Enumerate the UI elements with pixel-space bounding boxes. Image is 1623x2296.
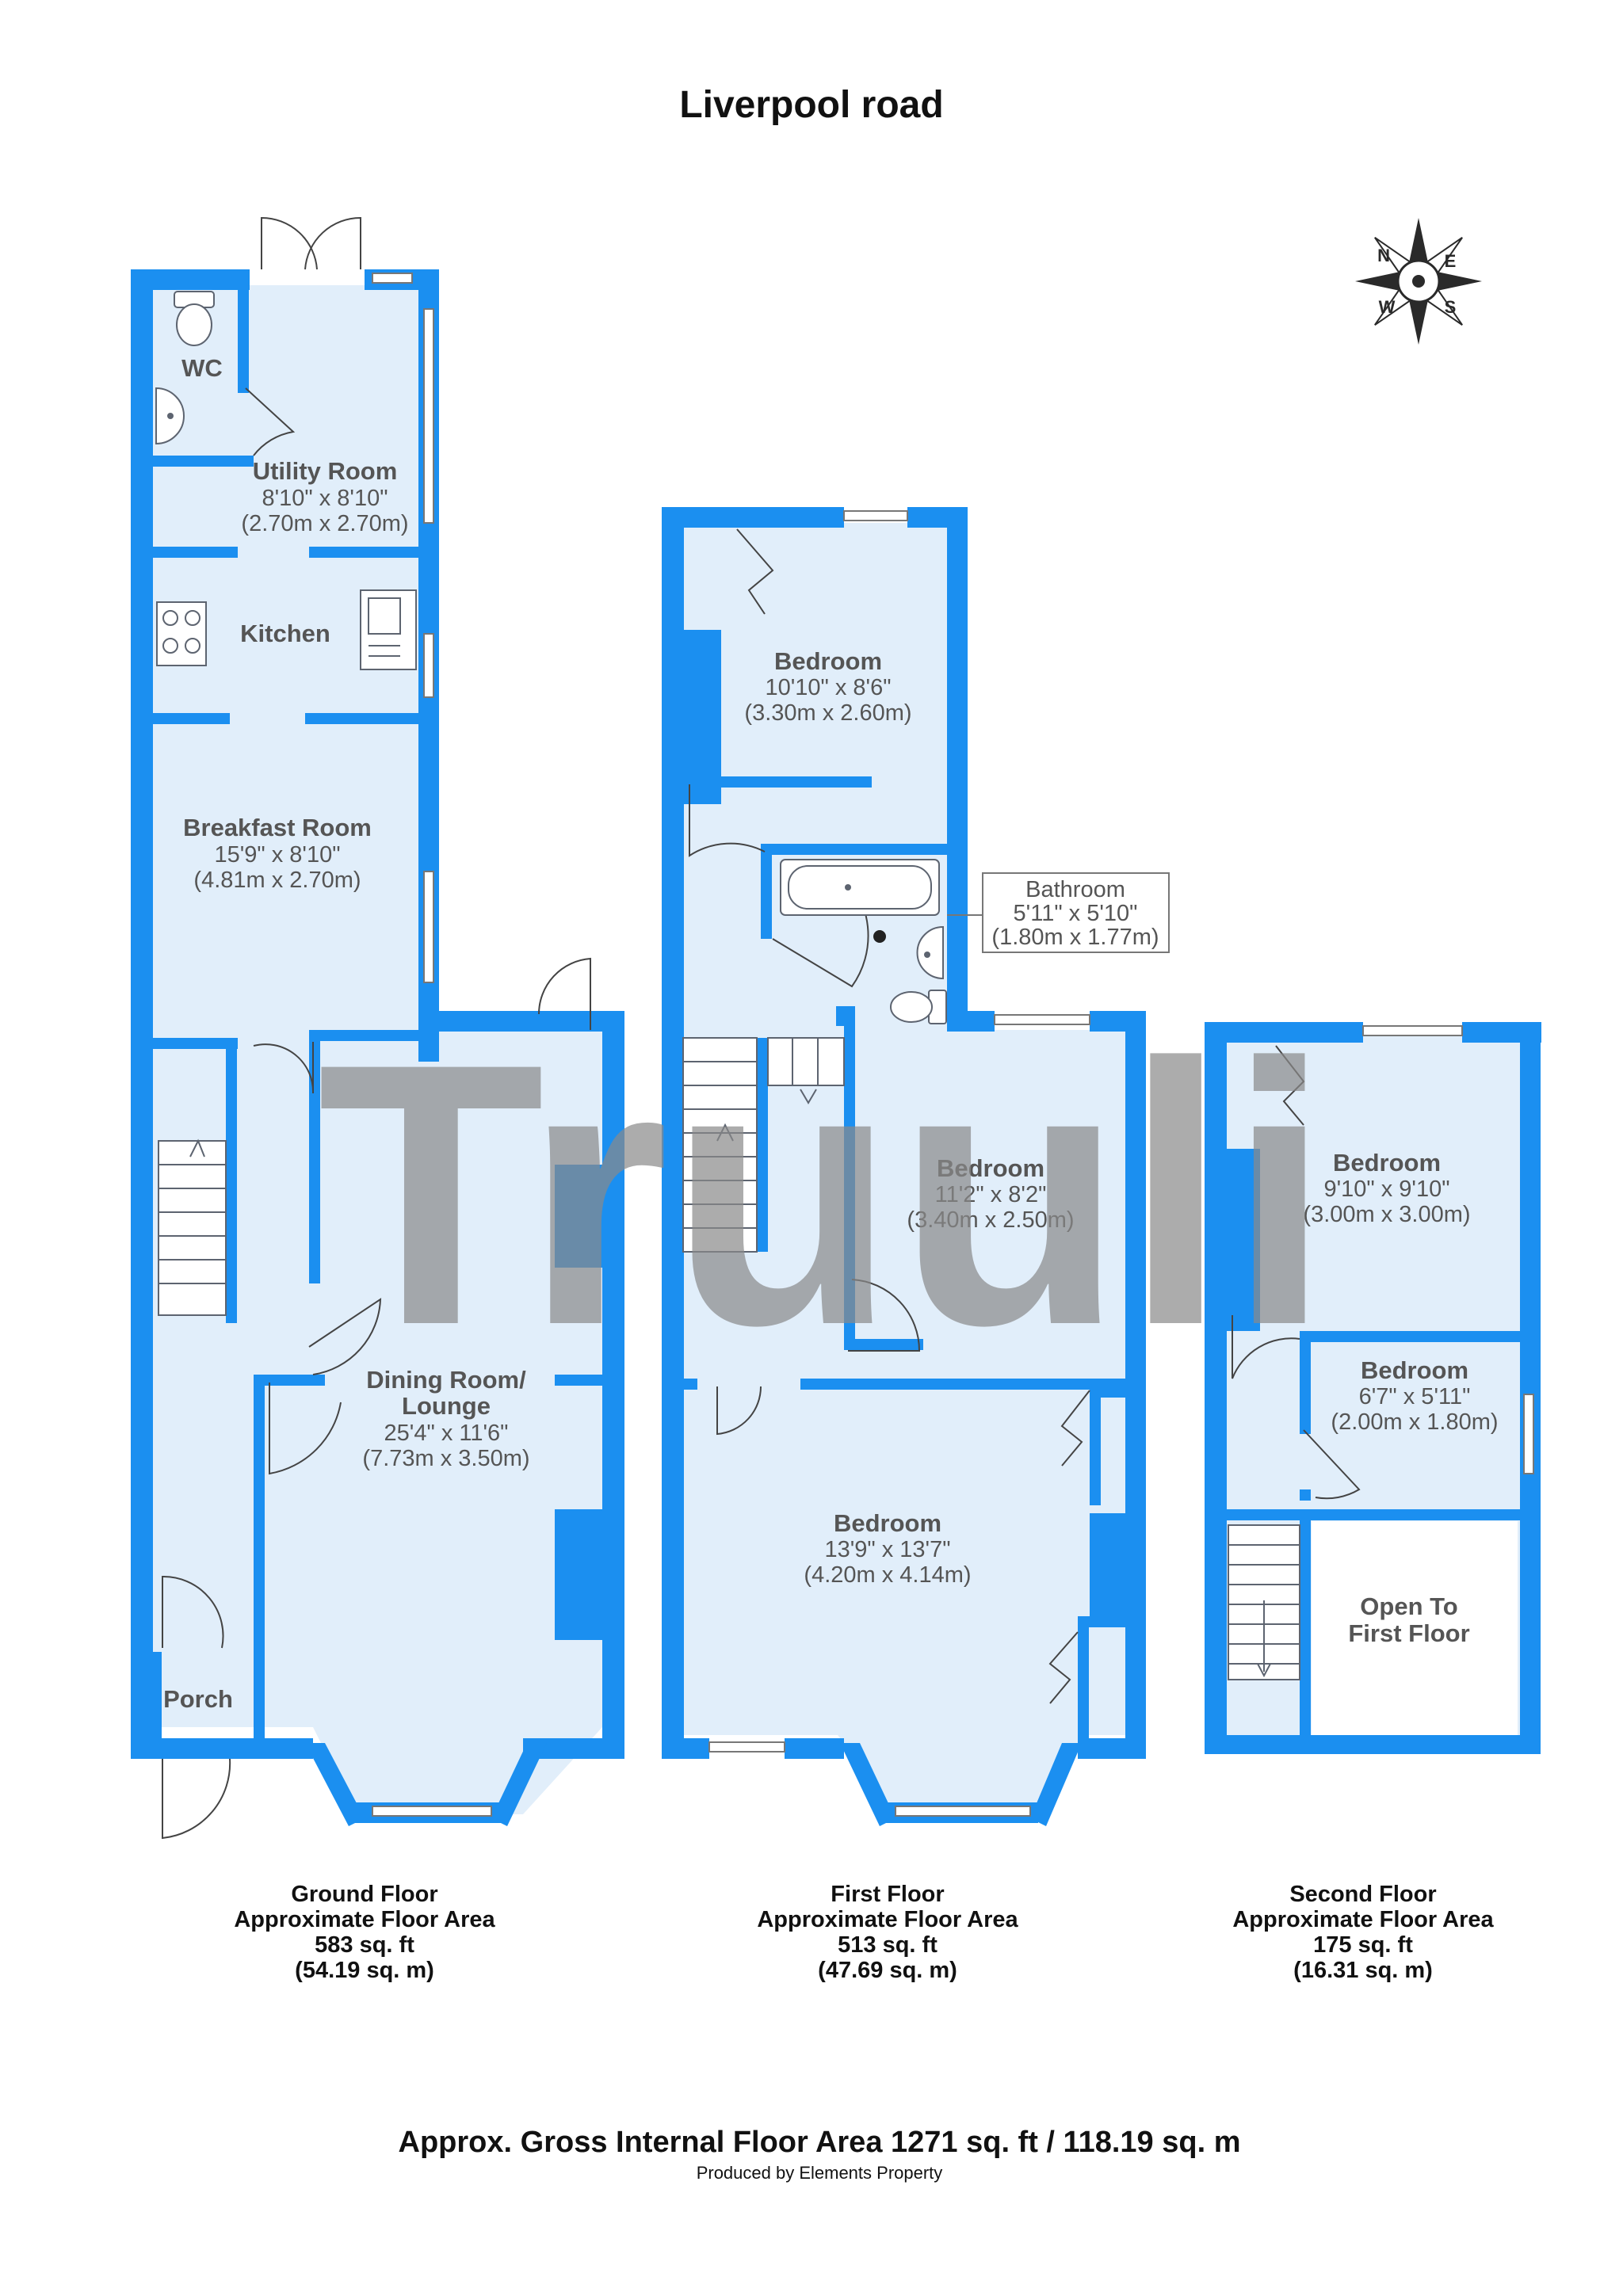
breakfast-room-dim-metric: (4.81m x 2.70m) (193, 868, 361, 893)
second-floor-plan: Bedroom 9'10" x 9'10" (3.00m x 3.00m) Be… (1205, 1022, 1541, 1754)
ff-mid-bedroom-dim-imperial: 11'2" x 8'2" (935, 1182, 1047, 1207)
first-floor-sqm: (47.69 sq. m) (818, 1958, 957, 1983)
first-floor-sqft: 513 sq. ft (838, 1932, 938, 1958)
ground-floor-name: Ground Floor (291, 1882, 437, 1907)
first-floor-name: First Floor (831, 1882, 944, 1907)
breakfast-room-label: Breakfast Room (183, 814, 372, 841)
compass-rose-icon: N E S W (1355, 218, 1482, 345)
dining-room-label-line1: Dining Room/ (366, 1366, 526, 1394)
second-floor-area-label: Approximate Floor Area (1232, 1907, 1494, 1932)
first-floor-area: First Floor Approximate Floor Area 513 s… (757, 1882, 1018, 1983)
toilet-icon (890, 990, 947, 1024)
porch-label: Porch (163, 1685, 233, 1713)
watermark-logo: Truuli (317, 986, 1331, 1402)
dining-room-dim-imperial: 25'4" x 11'6" (384, 1421, 509, 1446)
ff-front-bedroom-label: Bedroom (834, 1509, 941, 1537)
bathroom-dim-metric: (1.80m x 1.77m) (991, 925, 1159, 950)
sf-bedroom-2-dim-metric: (2.00m x 1.80m) (1331, 1409, 1498, 1435)
bathroom-label: Bathroom (1025, 877, 1125, 902)
bathroom-label-box (982, 872, 1170, 953)
utility-room-dim-imperial: 8'10" x 8'10" (262, 486, 388, 511)
ff-rear-bedroom-label: Bedroom (774, 647, 882, 675)
compass-letter-w: W (1379, 297, 1396, 317)
toilet-icon (174, 291, 215, 346)
open-to-first-floor-line1: Open To (1360, 1592, 1457, 1620)
sf-bedroom-2-dim-imperial: 6'7" x 5'11" (1359, 1384, 1471, 1409)
compass-letter-n: N (1377, 246, 1390, 265)
breakfast-room-dim-imperial: 15'9" x 8'10" (214, 842, 340, 868)
dining-room-label-line2: Lounge (402, 1392, 491, 1420)
sf-bedroom-1-dim-imperial: 9'10" x 9'10" (1323, 1177, 1449, 1202)
bathroom-dim-imperial: 5'11" x 5'10" (1014, 901, 1138, 926)
second-floor-area: Second Floor Approximate Floor Area 175 … (1232, 1882, 1494, 1983)
first-floor-stairs (682, 1037, 845, 1253)
second-floor-name: Second Floor (1289, 1882, 1436, 1907)
second-floor-stairs (1228, 1524, 1300, 1680)
hob-icon (156, 601, 207, 666)
first-floor-plan: Bedroom 10'10" x 8'6" (3.30m x 2.60m) Ba… (662, 507, 1170, 1826)
kitchen-label: Kitchen (240, 620, 330, 647)
sink-icon (360, 589, 417, 670)
ff-rear-bedroom-dim-metric: (3.30m x 2.60m) (744, 700, 911, 726)
page-title: Liverpool road (679, 84, 943, 126)
open-to-first-floor-line2: First Floor (1348, 1619, 1469, 1647)
sf-bedroom-1-dim-metric: (3.00m x 3.00m) (1303, 1202, 1470, 1227)
bath-icon (780, 859, 940, 916)
compass-letter-e: E (1445, 251, 1457, 271)
sf-bedroom-2-label: Bedroom (1361, 1356, 1468, 1384)
sf-bedroom-1-label: Bedroom (1333, 1149, 1441, 1177)
basin-icon (916, 925, 944, 980)
basin-icon (155, 387, 185, 445)
ground-floor-stairs (158, 1138, 227, 1316)
utility-room-label: Utility Room (253, 457, 398, 485)
second-floor-sqft: 175 sq. ft (1313, 1932, 1413, 1958)
shower-drain-icon (873, 930, 886, 943)
produced-by: Produced by Elements Property (697, 2163, 943, 2183)
gross-internal-area: Approx. Gross Internal Floor Area 1271 s… (399, 2126, 1241, 2159)
first-floor-area-label: Approximate Floor Area (757, 1907, 1018, 1932)
ground-floor-sqft: 583 sq. ft (315, 1932, 414, 1958)
ground-floor-area-label: Approximate Floor Area (234, 1907, 495, 1932)
ff-mid-bedroom-label: Bedroom (937, 1154, 1044, 1182)
ff-rear-bedroom-dim-imperial: 10'10" x 8'6" (765, 675, 891, 700)
ff-mid-bedroom-dim-metric: (3.40m x 2.50m) (907, 1207, 1074, 1233)
utility-room-dim-metric: (2.70m x 2.70m) (241, 511, 408, 536)
ff-front-bedroom-dim-imperial: 13'9" x 13'7" (824, 1537, 950, 1562)
dining-room-dim-metric: (7.73m x 3.50m) (362, 1446, 529, 1471)
second-floor-sqm: (16.31 sq. m) (1293, 1958, 1433, 1983)
compass-letter-s: S (1445, 297, 1457, 317)
ff-front-bedroom-dim-metric: (4.20m x 4.14m) (804, 1562, 971, 1588)
ground-floor-plan: WC Utility Room 8'10" x 8'10" (2.70m x 2… (131, 216, 624, 1840)
ground-floor-sqm: (54.19 sq. m) (295, 1958, 434, 1983)
wc-label: WC (181, 354, 223, 382)
ground-floor-area: Ground Floor Approximate Floor Area 583 … (234, 1882, 495, 1983)
